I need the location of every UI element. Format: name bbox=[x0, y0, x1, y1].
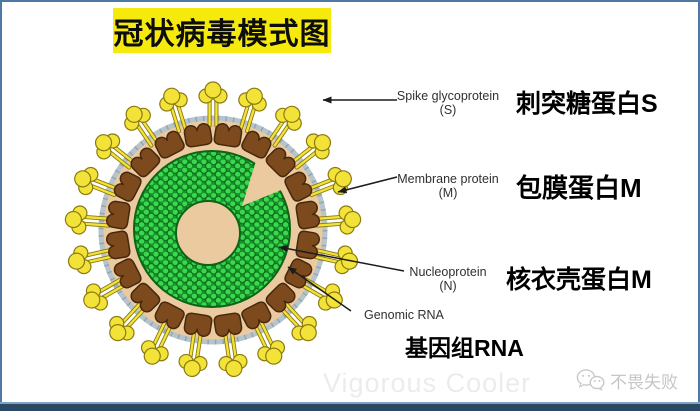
label-nucleoprotein-zh: 核衣壳蛋白M bbox=[506, 266, 652, 294]
label-genomic-rna-zh: 基因组RNA bbox=[405, 335, 524, 361]
bottom-bar bbox=[0, 402, 700, 411]
label-membrane-en: Membrane protein (M) bbox=[397, 172, 499, 201]
label-genomic-rna-en: Genomic RNA bbox=[364, 308, 444, 322]
page-title: 冠状病毒模式图 bbox=[113, 17, 331, 51]
label-nucleoprotein-en: Nucleoprotein (N) bbox=[409, 265, 487, 294]
watermark: Vigorous Cooler bbox=[323, 368, 532, 398]
brand-name: 不畏失败 bbox=[610, 373, 678, 392]
wechat-icon bbox=[576, 369, 605, 391]
title-badge: 冠状病毒模式图 bbox=[113, 8, 331, 53]
label-spike-en: Spike glycoprotein (S) bbox=[396, 89, 500, 118]
brand-badge: 不畏失败 bbox=[575, 367, 678, 394]
label-membrane-zh: 包膜蛋白M bbox=[516, 173, 642, 203]
label-spike-zh: 刺突糖蛋白S bbox=[516, 90, 658, 118]
